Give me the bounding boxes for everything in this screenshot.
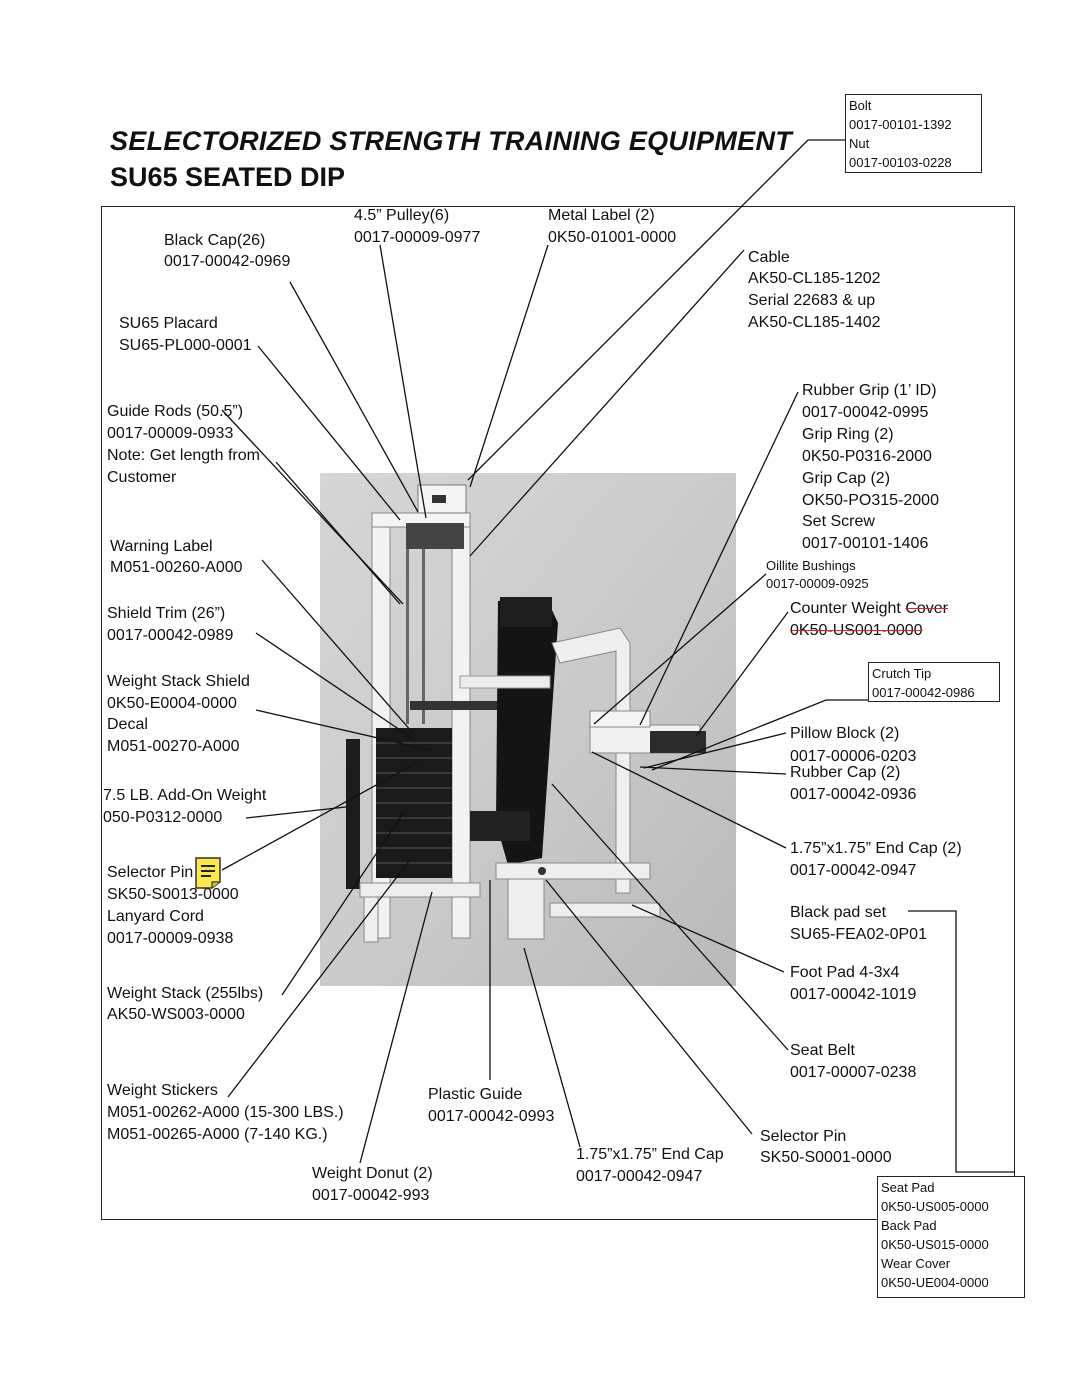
weight-donut-part: 0017-00042-993 <box>312 1187 430 1204</box>
machine-photo <box>320 473 736 986</box>
bolt-label: Bolt <box>849 98 872 113</box>
pulley-label: 4.5” Pulley(6) <box>354 207 450 224</box>
stickers-part-kg: M051-00265-A000 (7-140 KG.) <box>107 1126 328 1143</box>
weight-donut-label: Weight Donut (2) <box>312 1165 433 1182</box>
grip-cap-part: OK50-PO315-2000 <box>802 492 939 509</box>
stack-shield-label: Weight Stack Shield <box>107 673 250 690</box>
back-pad-part: 0K50-US015-0000 <box>881 1237 989 1252</box>
wear-cover-label: Wear Cover <box>881 1256 951 1271</box>
lanyard-label: Lanyard Cord <box>107 908 204 925</box>
selector-pin-part: SK50-S0013-0000 <box>107 886 239 903</box>
counter-weight-text: Counter Weight <box>790 600 906 617</box>
warning-label: Warning Label <box>110 538 213 555</box>
grip-ring-label: Grip Ring (2) <box>802 426 894 443</box>
guide-rods-part: 0017-00009-0933 <box>107 425 234 442</box>
counter-weight-cover: Cover <box>905 600 949 617</box>
bolt-part: 0017-00101-1392 <box>849 117 952 132</box>
lanyard-part: 0017-00009-0938 <box>107 930 234 947</box>
metal-label: Metal Label (2) <box>548 207 655 224</box>
seat-pad-label: Seat Pad <box>881 1180 935 1195</box>
cable-serial: Serial 22683 & up <box>748 292 876 309</box>
guide-rods-customer: Customer <box>107 469 177 486</box>
selector-pin-label: Selector Pin <box>107 864 194 881</box>
oillite-label: Oillite Bushings <box>766 558 856 573</box>
shield-trim-label: Shield Trim (26”) <box>107 605 226 622</box>
page-subtitle: SU65 SEATED DIP <box>110 162 346 192</box>
foot-pad-label: Foot Pad 4-3x4 <box>790 964 900 981</box>
stack-shield-part: 0K50-E0004-0000 <box>107 695 237 712</box>
back-pad-label: Back Pad <box>881 1218 937 1233</box>
guide-rods-label: Guide Rods (50.5”) <box>107 403 244 420</box>
seat-pad-box: Seat Pad 0K50-US005-0000 Back Pad 0K50-U… <box>877 1176 1025 1298</box>
bottom-end-cap-part: 0017-00042-0947 <box>576 1168 703 1185</box>
placard-part: SU65-PL000-0001 <box>119 337 252 354</box>
oillite-part: 0017-00009-0925 <box>766 576 869 591</box>
set-screw-part: 0017-00101-1406 <box>802 535 929 552</box>
sticky-note-icon[interactable] <box>194 856 222 895</box>
end-cap-label: 1.75”x1.75” End Cap (2) <box>790 840 962 857</box>
addon-weight-label: 7.5 LB. Add-On Weight <box>103 787 267 804</box>
end-cap-part: 0017-00042-0947 <box>790 862 917 879</box>
rubber-cap-label: Rubber Cap (2) <box>790 764 901 781</box>
shield-trim-part: 0017-00042-0989 <box>107 627 234 644</box>
rubber-grip-part: 0017-00042-0995 <box>802 404 929 421</box>
nut-part: 0017-00103-0228 <box>849 155 952 170</box>
metal-part: 0K50-01001-0000 <box>548 229 677 246</box>
decal-label: Decal <box>107 716 148 733</box>
page-title: SELECTORIZED STRENGTH TRAINING EQUIPMENT <box>110 126 793 156</box>
addon-weight-part: 050-P0312-0000 <box>103 809 223 826</box>
pillow-block-label: Pillow Block (2) <box>790 725 900 742</box>
black-cap-part: 0017-00042-0969 <box>164 253 291 270</box>
seat-pad-part: 0K50-US005-0000 <box>881 1199 989 1214</box>
stickers-part-lbs: M051-00262-A000 (15-300 LBS.) <box>107 1104 344 1121</box>
counter-weight-label: Counter Weight Cover <box>790 598 948 620</box>
weight-stack-label: Weight Stack (255lbs) <box>107 985 264 1002</box>
rubber-cap-part: 0017-00042-0936 <box>790 786 917 803</box>
weight-stack-part: AK50-WS003-0000 <box>107 1006 245 1023</box>
stickers-label: Weight Stickers <box>107 1082 218 1099</box>
seat-belt-label: Seat Belt <box>790 1042 855 1059</box>
bolt-nut-box: Bolt 0017-00101-1392 Nut 0017-00103-0228 <box>845 94 982 173</box>
seat-belt-part: 0017-00007-0238 <box>790 1064 917 1081</box>
warning-part: M051-00260-A000 <box>110 559 243 576</box>
nut-label: Nut <box>849 136 870 151</box>
crutch-tip-label: Crutch Tip <box>872 666 932 681</box>
crutch-tip-part: 0017-00042-0986 <box>872 685 975 700</box>
decal-part: M051-00270-A000 <box>107 738 240 755</box>
bottom-selector-label: Selector Pin <box>760 1128 847 1145</box>
guide-rods-note: Note: Get length from <box>107 447 260 464</box>
black-pad-part: SU65-FEA02-0P01 <box>790 926 927 943</box>
cable-part: AK50-CL185-1202 <box>748 270 881 287</box>
wear-cover-part: 0K50-UE004-0000 <box>881 1275 989 1290</box>
cable-part-2: AK50-CL185-1402 <box>748 314 881 331</box>
plastic-guide-part: 0017-00042-0993 <box>428 1108 555 1125</box>
counter-weight-part: 0K50-US001-0000 <box>790 622 923 639</box>
bottom-selector-part: SK50-S0001-0000 <box>760 1149 892 1166</box>
black-cap-label: Black Cap(26) <box>164 232 266 249</box>
bottom-end-cap-label: 1.75”x1.75” End Cap <box>576 1146 724 1163</box>
foot-pad-part: 0017-00042-1019 <box>790 986 917 1003</box>
pulley-part: 0017-00009-0977 <box>354 229 481 246</box>
cable-label: Cable <box>748 249 790 266</box>
placard-label: SU65 Placard <box>119 315 218 332</box>
black-pad-label: Black pad set <box>790 904 887 921</box>
plastic-guide-label: Plastic Guide <box>428 1086 523 1103</box>
grip-ring-part: 0K50-P0316-2000 <box>802 448 932 465</box>
grip-cap-label: Grip Cap (2) <box>802 470 891 487</box>
set-screw-label: Set Screw <box>802 513 875 530</box>
pillow-block-part: 0017-00006-0203 <box>790 748 917 765</box>
rubber-grip-label: Rubber Grip (1’ ID) <box>802 382 937 399</box>
crutch-tip-box: Crutch Tip 0017-00042-0986 <box>868 662 1000 702</box>
